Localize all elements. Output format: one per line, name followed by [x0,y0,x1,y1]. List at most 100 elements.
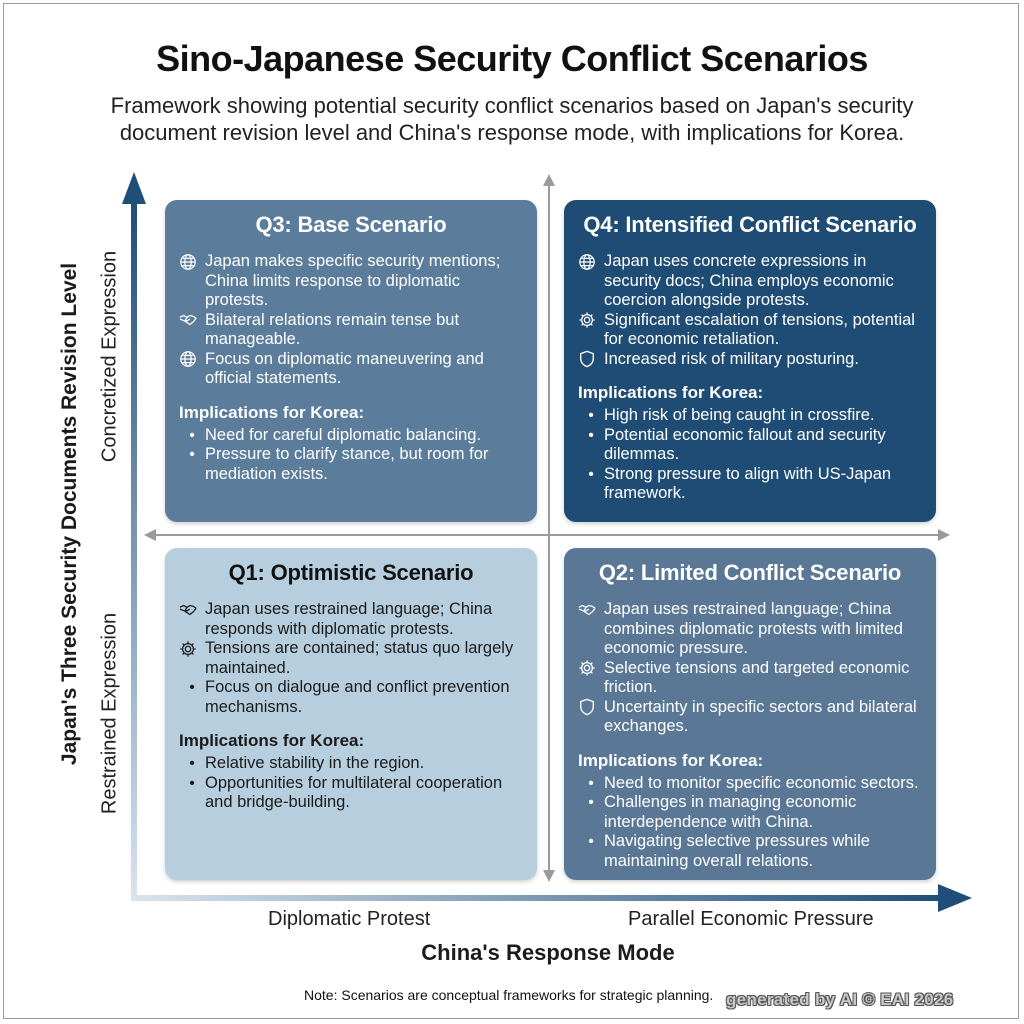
bullet-icon: • [588,774,594,792]
quadrant-title: Q2: Limited Conflict Scenario [598,560,902,585]
y-axis-line [131,200,137,900]
implications-heading: Implications for Korea: [179,402,365,422]
implications-list: •Need for careful diplomatic balancing.•… [179,426,523,485]
bullet-icon: • [588,407,594,424]
subtitle-line-1: Framework showing potential security con… [110,93,914,118]
quadrant-title: Q1: Optimistic Scenario [228,560,474,585]
quadrant-q3: Q3: Base Scenario Japan makes specific s… [165,200,537,522]
quadrant-title: Q3: Base Scenario [255,212,447,237]
x-axis-title: China's Response Mode [421,940,675,965]
implications-list: • High risk of being caught in crossfire.… [578,406,922,504]
scenario-item: Japan uses restrained language; China co… [578,600,922,659]
scenario-item: Tensions are contained; status quo large… [179,639,523,678]
bullet-icon: • [189,774,195,792]
quadrant-items: Japan uses restrained language; China re… [179,600,523,717]
scenario-item: Japan makes specific security mentions; … [179,252,523,311]
gear-icon [179,639,205,658]
implication-text: Opportunities for multilateral cooperati… [205,773,503,812]
scenario-item-text: Japan uses concrete expressions in secur… [604,252,894,309]
implication-item: • Relative stability in the region. [179,754,523,774]
scenario-item: Japan uses concrete expressions in secur… [578,252,922,311]
scenario-item-text: Increased risk of military posturing. [604,349,859,368]
implication-item: • High risk of being caught in crossfire. [578,406,922,426]
scenario-item: Bilateral relations remain tense but man… [179,311,523,350]
implication-item: • Need to monitor specific economic secto… [578,774,922,794]
handshake-icon [179,311,205,330]
y-axis-low-label: Restrained Expression [98,612,121,815]
implication-item: • Navigating selective pressures while ma… [578,832,922,871]
scenario-item: •Focus on dialogue and conflict preventi… [179,678,523,717]
scenario-item-text: Bilateral relations remain tense but man… [205,310,460,349]
implication-text: Navigating selective pressures while mai… [604,832,870,870]
bullet-icon: • [189,426,195,444]
center-arrow-down [543,870,555,882]
x-axis-right-label: Parallel Economic Pressure [628,908,874,930]
implication-text: Need to monitor specific economic sector… [604,773,919,792]
implication-text: Potential economic fallout and security … [604,425,886,464]
scenario-item-text: Japan makes specific security mentions; … [205,252,501,309]
globe-icon [578,252,604,271]
shield-icon [578,698,604,717]
center-arrow-right [938,529,950,541]
shield-icon [578,350,604,369]
implication-text: High risk of being caught in crossfire. [604,406,875,424]
center-arrow-up [543,174,555,186]
handshake-icon [179,600,205,619]
globe-icon [179,350,205,369]
bullet-icon: • [189,679,195,696]
scenario-item-text: Japan uses restrained language; China re… [205,600,493,638]
bullet-icon: • [588,426,594,444]
page-frame [3,3,1019,1019]
gear-icon [578,311,604,330]
scenario-item-text: Focus on diplomatic maneuvering and offi… [205,349,484,388]
bullet-icon: • [189,755,195,772]
page-subtitle: Framework showing potential security con… [60,92,964,146]
scenario-item-text: Tensions are contained; status quo large… [205,639,514,677]
scenario-item-text: Selective tensions and targeted economic… [604,658,910,697]
gear-icon [578,659,604,678]
page-title: Sino-Japanese Security Conflict Scenario… [156,38,868,79]
scenario-item: Uncertainty in specific sectors and bila… [578,698,922,737]
implication-text: Pressure to clarify stance, but room for… [205,445,489,483]
scenario-item: Increased risk of military posturing. [578,350,922,370]
quadrant-q2: Q2: Limited Conflict Scenario Japan uses… [564,548,936,880]
bullet-icon: • [588,833,594,850]
scenario-item: Focus on diplomatic maneuvering and offi… [179,350,523,389]
implication-text: Relative stability in the region. [205,754,425,772]
implication-text: Challenges in managing economic interdep… [604,793,857,831]
implications-list: • Relative stability in the region. • Oppor… [179,754,523,813]
implication-item: •Need for careful diplomatic balancing. [179,426,523,446]
implications-heading: Implications for Korea: [578,750,764,770]
x-axis-left-label: Diplomatic Protest [268,908,431,930]
center-arrow-left [144,529,156,541]
scenario-item: Selective tensions and targeted economic… [578,659,922,698]
y-axis-high-label: Concretized Expression [98,250,121,463]
globe-icon [179,252,205,271]
quadrant-q1: Q1: Optimistic Scenario Japan uses restr… [165,548,537,880]
scenario-item-text: Uncertainty in specific sectors and bila… [604,697,917,736]
scenario-item: Japan uses restrained language; China re… [179,600,523,639]
subtitle-line-2: document revision level and China's resp… [119,120,905,145]
bullet-icon: • [588,465,594,483]
y-axis-arrowhead [122,172,146,204]
implication-item: • Potential economic fallout and security… [578,426,922,465]
implication-item: • Pressure to clarify stance, but room fo… [179,445,523,484]
quadrant-items: Japan uses concrete expressions in secur… [578,252,922,369]
x-axis-arrowhead [938,884,972,912]
y-axis-title: Japan's Three Security Documents Revisio… [58,262,81,766]
bullet-icon: • [588,794,594,811]
quadrant-items: Japan uses restrained language; China co… [578,600,922,737]
implication-item: • Opportunities for multilateral cooperat… [179,774,523,813]
watermark: generated by AI © EAI 2026 [726,990,954,1009]
implication-item: • Challenges in managing economic interde… [578,793,922,832]
quadrant-title: Q4: Intensified Conflict Scenario [583,212,917,237]
scenario-item-text: Significant escalation of tensions, pote… [604,310,915,349]
implication-text: Strong pressure to align with US-Japan f… [604,464,892,503]
handshake-icon [578,600,604,619]
quadrant-items: Japan makes specific security mentions; … [179,252,523,389]
quadrant-q4: Q4: Intensified Conflict Scenario Japan … [564,200,936,522]
implications-heading: Implications for Korea: [578,383,764,402]
implications-heading: Implications for Korea: [179,731,365,750]
bullet-icon: • [189,446,195,463]
